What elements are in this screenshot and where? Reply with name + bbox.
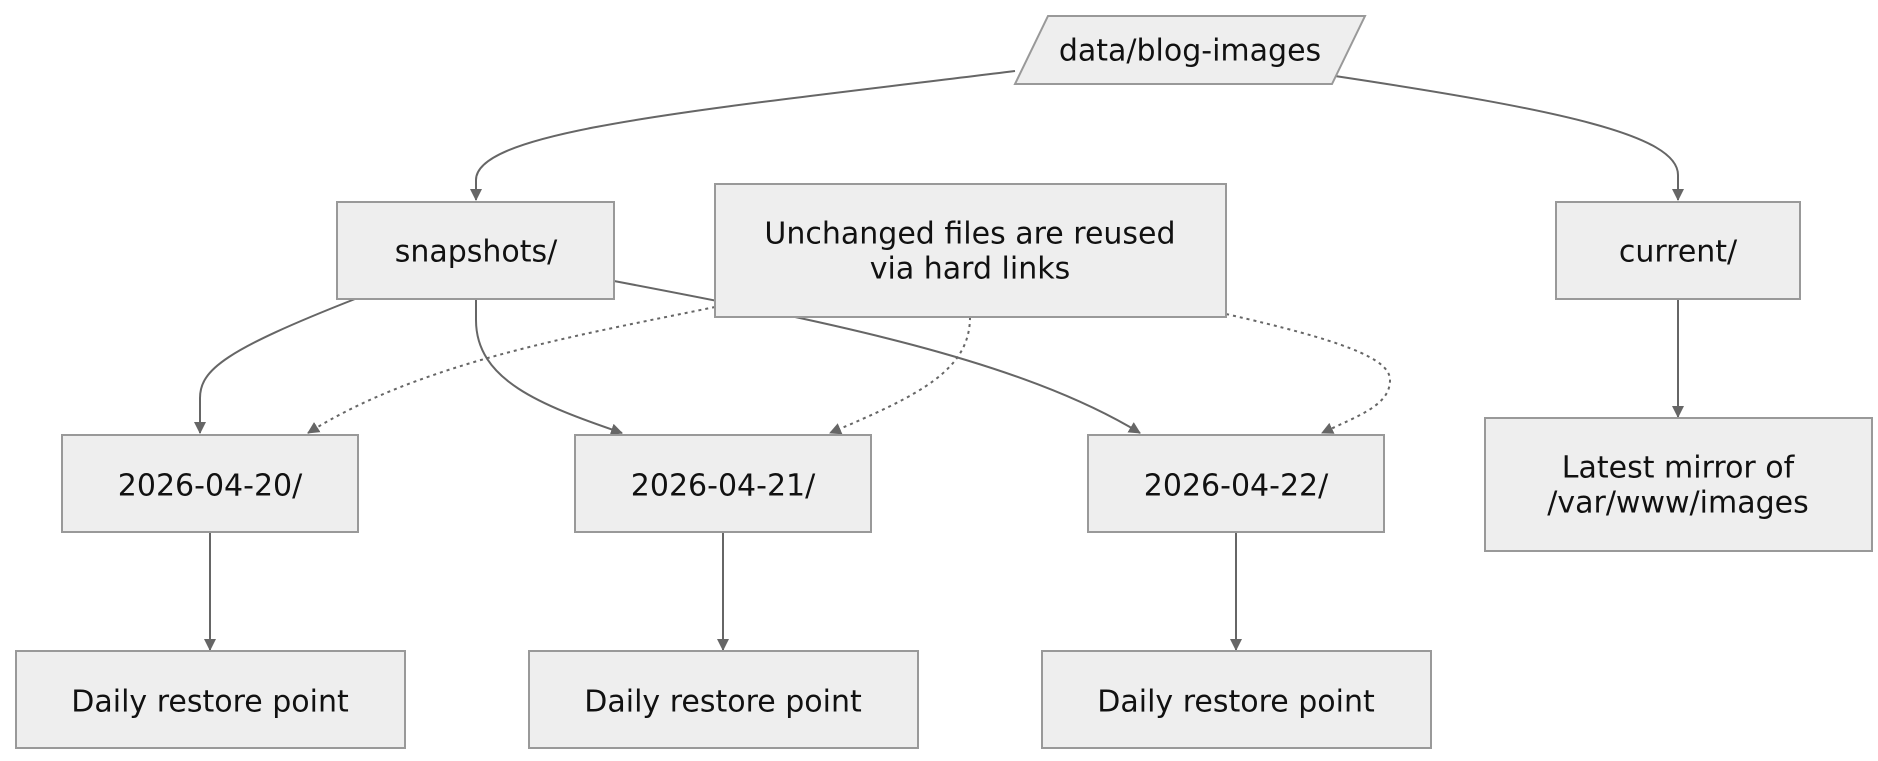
node-current-label: current/ (1619, 235, 1738, 270)
node-latest-mirror-line1: Latest mirror of (1562, 451, 1796, 486)
node-latest-mirror-shape (1484, 417, 1873, 552)
node-2026-04-21-shape (574, 434, 872, 533)
node-current: current/ (1555, 201, 1801, 300)
node-2026-04-22-shape (1087, 434, 1385, 533)
node-hard-links-note-shape (714, 183, 1227, 318)
node-restore-2026-04-22-label: Daily restore point (1097, 685, 1375, 720)
edge-note-to-2026-04-20 (307, 306, 716, 434)
edge-note-to-2026-04-21 (829, 316, 971, 435)
node-2026-04-21: 2026-04-21/ (574, 434, 872, 533)
node-data-blog-images-shape (1013, 15, 1367, 85)
node-hard-links-note: Unchanged files are reused via hard link… (714, 183, 1227, 318)
node-data-blog-images: data/blog-images (1013, 15, 1367, 85)
edge-root-to-snapshots (470, 70, 1016, 201)
node-restore-2026-04-21-label: Daily restore point (584, 685, 862, 720)
node-2026-04-22: 2026-04-22/ (1087, 434, 1385, 533)
edge-snapshots-to-2026-04-22 (613, 280, 1141, 434)
node-2026-04-20: 2026-04-20/ (61, 434, 359, 533)
edge-root-to-current (1334, 75, 1684, 201)
node-2026-04-21-label: 2026-04-21/ (631, 469, 816, 504)
node-restore-2026-04-22-shape (1041, 650, 1432, 749)
node-restore-2026-04-20-label: Daily restore point (71, 685, 349, 720)
node-data-blog-images-label: data/blog-images (1059, 34, 1321, 69)
node-2026-04-20-label: 2026-04-20/ (118, 469, 303, 504)
edge-note-to-2026-04-22 (1225, 313, 1392, 434)
edge-snapshots-to-2026-04-21 (475, 299, 623, 436)
node-current-shape (1555, 201, 1801, 300)
node-latest-mirror-line2: /var/www/images (1547, 486, 1808, 521)
node-snapshots-label: snapshots/ (395, 235, 558, 270)
node-restore-2026-04-20-shape (15, 650, 406, 749)
node-snapshots-shape (336, 201, 615, 300)
node-hard-links-note-line1: Unchanged files are reused (764, 217, 1175, 252)
node-restore-2026-04-21: Daily restore point (528, 650, 919, 749)
node-2026-04-20-shape (61, 434, 359, 533)
node-latest-mirror: Latest mirror of /var/www/images (1484, 417, 1873, 552)
edges (194, 70, 1684, 651)
node-restore-2026-04-22: Daily restore point (1041, 650, 1432, 749)
edge-snapshots-to-2026-04-20 (194, 298, 356, 434)
node-2026-04-22-label: 2026-04-22/ (1144, 469, 1329, 504)
node-hard-links-note-line2: via hard links (870, 252, 1070, 287)
node-restore-2026-04-21-shape (528, 650, 919, 749)
node-restore-2026-04-20: Daily restore point (15, 650, 406, 749)
node-snapshots: snapshots/ (336, 201, 615, 300)
